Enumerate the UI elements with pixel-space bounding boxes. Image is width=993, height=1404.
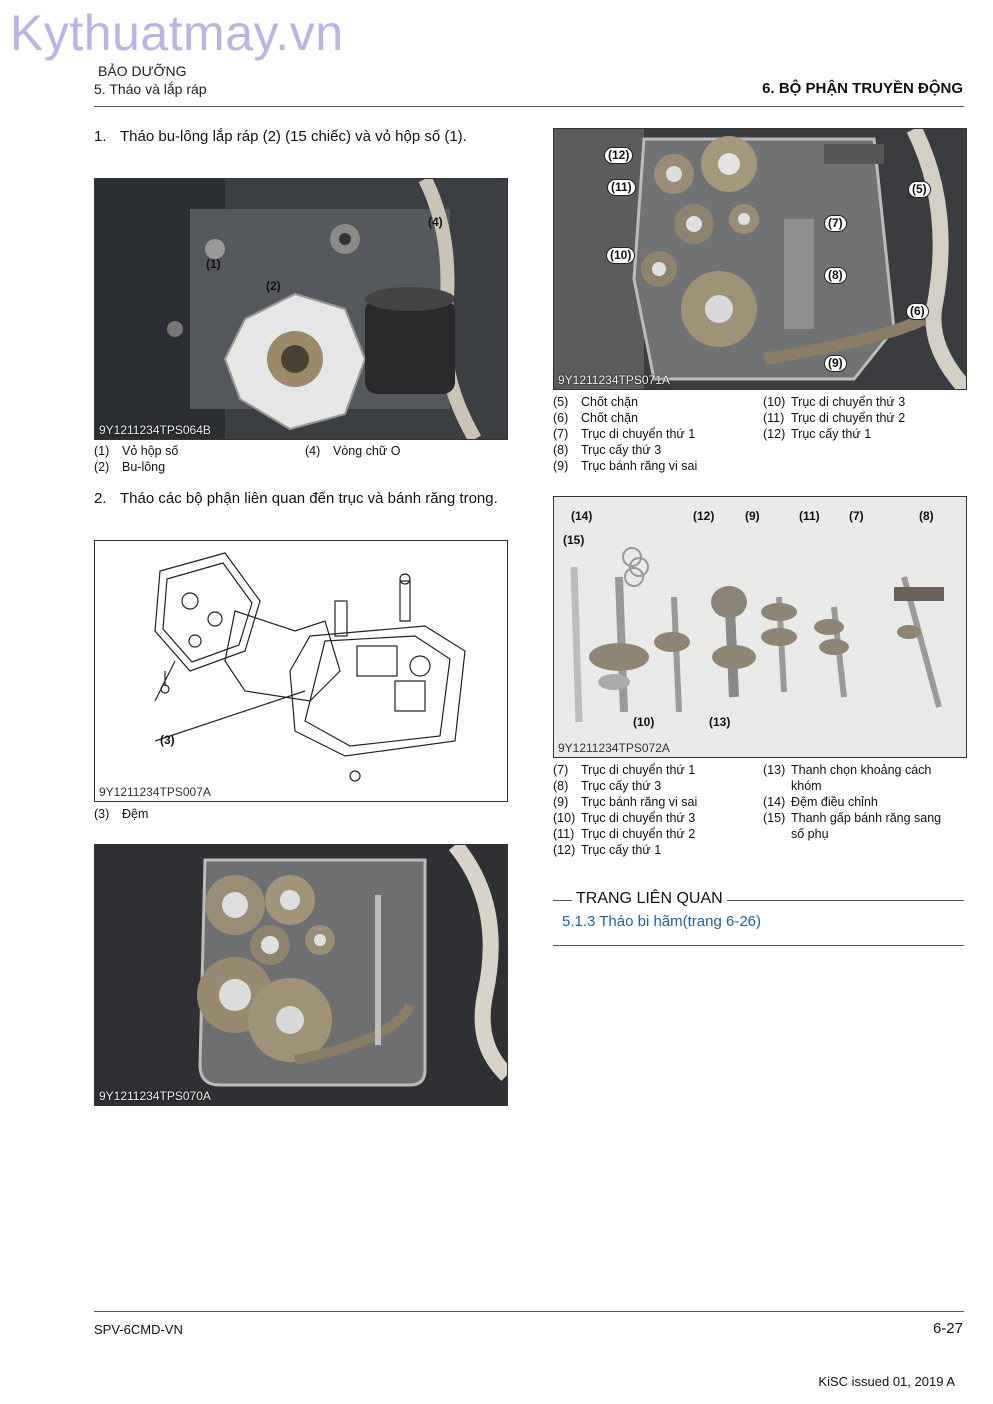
caption-item: (12)Trục cấy thứ 1	[763, 427, 872, 441]
caption-item: (5)Chốt chặn	[553, 395, 638, 409]
caption-fig2: (3)Đệm	[94, 806, 294, 822]
caption-item: khóm	[791, 779, 822, 793]
related-bottom-rule	[553, 945, 964, 946]
caption-fig4-right: (10)Trục di chuyển thứ 3 (11)Trục di chu…	[763, 394, 963, 442]
header-section: BẢO DƯỠNG	[98, 63, 187, 79]
callout-5: (5)	[908, 181, 931, 198]
figure-code: 9Y1211234TPS007A	[99, 785, 211, 799]
header-chapter: 6. BỘ PHẬN TRUYỀN ĐỘNG	[762, 80, 963, 97]
step-text: Tháo bu-lông lắp ráp (2) (15 chiếc) và v…	[120, 128, 467, 145]
step-2: 2. Tháo các bộ phận liên quan đến trục v…	[94, 488, 506, 509]
callout-1: (1)	[206, 257, 221, 271]
caption-item: (14)Đệm điều chỉnh	[763, 795, 878, 809]
caption-item: (10)Trục di chuyển thứ 3	[763, 395, 906, 409]
caption-item: (11)Trục di chuyển thứ 2	[553, 827, 696, 841]
callout-15: (15)	[563, 533, 585, 547]
caption-item: (9)Trục bánh răng vi sai	[553, 795, 698, 809]
caption-item: (10)Trục di chuyển thứ 3	[553, 811, 696, 825]
caption-item: (15)Thanh gấp bánh răng sang	[763, 811, 942, 825]
caption-item: (7)Trục di chuyển thứ 1	[553, 763, 696, 777]
caption-item: số phụ	[791, 827, 829, 841]
callout-9: (9)	[745, 509, 760, 523]
watermark-logo: Kythuatmay.vn	[10, 5, 344, 61]
caption-item: (1)Vỏ hộp số	[94, 444, 179, 458]
header-rule	[94, 106, 964, 107]
callout-10: (10)	[633, 715, 655, 729]
callout-7: (7)	[824, 215, 847, 232]
related-top-rule	[553, 900, 964, 901]
caption-item: (12)Trục cấy thứ 1	[553, 843, 662, 857]
step-1: 1. Tháo bu-lông lắp ráp (2) (15 chiếc) v…	[94, 126, 506, 147]
footer-rule	[94, 1311, 964, 1312]
callout-7: (7)	[849, 509, 864, 523]
caption-item: (2)Bu-lông	[94, 460, 166, 474]
callout-12: (12)	[693, 509, 715, 523]
callout-3: (3)	[160, 733, 175, 747]
figure-code: 9Y1211234TPS064B	[99, 423, 211, 437]
caption-item: (4)Vòng chữ O	[305, 444, 401, 458]
caption-item: (7)Trục di chuyển thứ 1	[553, 427, 696, 441]
photo-removed-shafts	[554, 497, 966, 757]
callout-12: (12)	[604, 147, 634, 164]
footer-issued: KiSC issued 01, 2019 A	[818, 1374, 955, 1389]
callout-10: (10)	[606, 247, 636, 264]
callout-11: (11)	[607, 179, 636, 196]
photo-gear-shafts-installed	[554, 129, 966, 389]
caption-fig4-left: (5)Chốt chặn (6)Chốt chặn (7)Trục di chu…	[553, 394, 758, 474]
diagram-gearbox-exploded	[154, 552, 466, 782]
callout-4: (4)	[428, 215, 443, 229]
figure-exploded-diagram: (3) 9Y1211234TPS007A	[94, 540, 508, 802]
callout-2: (2)	[266, 279, 281, 293]
callout-11: (11)	[799, 509, 820, 523]
footer-doc-code: SPV-6CMD-VN	[94, 1322, 183, 1337]
callout-8: (8)	[824, 267, 847, 284]
caption-item: (8)Trục cấy thứ 3	[553, 779, 662, 793]
caption-fig5-right: (13)Thanh chọn khoảng cách khóm (14)Đệm …	[763, 762, 963, 842]
callout-8: (8)	[919, 509, 934, 523]
footer-page-number: 6-27	[932, 1320, 963, 1337]
step-number: 1.	[94, 128, 107, 145]
figure-gear-shafts-installed: (12) (11) (10) (5) (7) (8) (6) (9) 9Y121…	[553, 128, 967, 390]
callout-14: (14)	[571, 509, 593, 523]
related-title: TRANG LIÊN QUAN	[572, 890, 727, 908]
header-subsection: 5. Tháo và lắp ráp	[94, 81, 207, 97]
caption-item: (11)Trục di chuyển thứ 2	[763, 411, 906, 425]
callout-6: (6)	[906, 303, 929, 320]
step-number: 2.	[94, 490, 107, 507]
caption-item: (6)Chốt chặn	[553, 411, 638, 425]
callout-13: (13)	[709, 715, 731, 729]
photo-gearbox-cover	[95, 179, 507, 439]
callout-9: (9)	[824, 355, 847, 372]
caption-item: (13)Thanh chọn khoảng cách	[763, 763, 932, 777]
caption-item: (8)Trục cấy thứ 3	[553, 443, 662, 457]
figure-code: 9Y1211234TPS070A	[99, 1089, 211, 1103]
figure-removed-shafts: (14) (15) (12) (9) (11) (7) (8) (10) (13…	[553, 496, 967, 758]
caption-item: (3)Đệm	[94, 807, 149, 821]
figure-code: 9Y1211234TPS071A	[558, 373, 670, 387]
figure-gearbox-cover-photo: (1) (2) (4) 9Y1211234TPS064B	[94, 178, 508, 440]
step-text: Tháo các bộ phận liên quan đến trục và b…	[120, 490, 498, 507]
caption-fig1-right: (4)Vòng chữ O	[305, 443, 505, 459]
figure-code: 9Y1211234TPS072A	[558, 741, 670, 755]
photo-open-gearbox	[95, 845, 507, 1105]
caption-fig5-left: (7)Trục di chuyển thứ 1 (8)Trục cấy thứ …	[553, 762, 758, 858]
related-link[interactable]: 5.1.3 Tháo bi hãm(trang 6-26)	[562, 913, 762, 930]
caption-fig1-left: (1)Vỏ hộp số (2)Bu-lông	[94, 443, 294, 475]
caption-item: (9)Trục bánh răng vi sai	[553, 459, 698, 473]
figure-open-gearbox-photo: 9Y1211234TPS070A	[94, 844, 508, 1106]
